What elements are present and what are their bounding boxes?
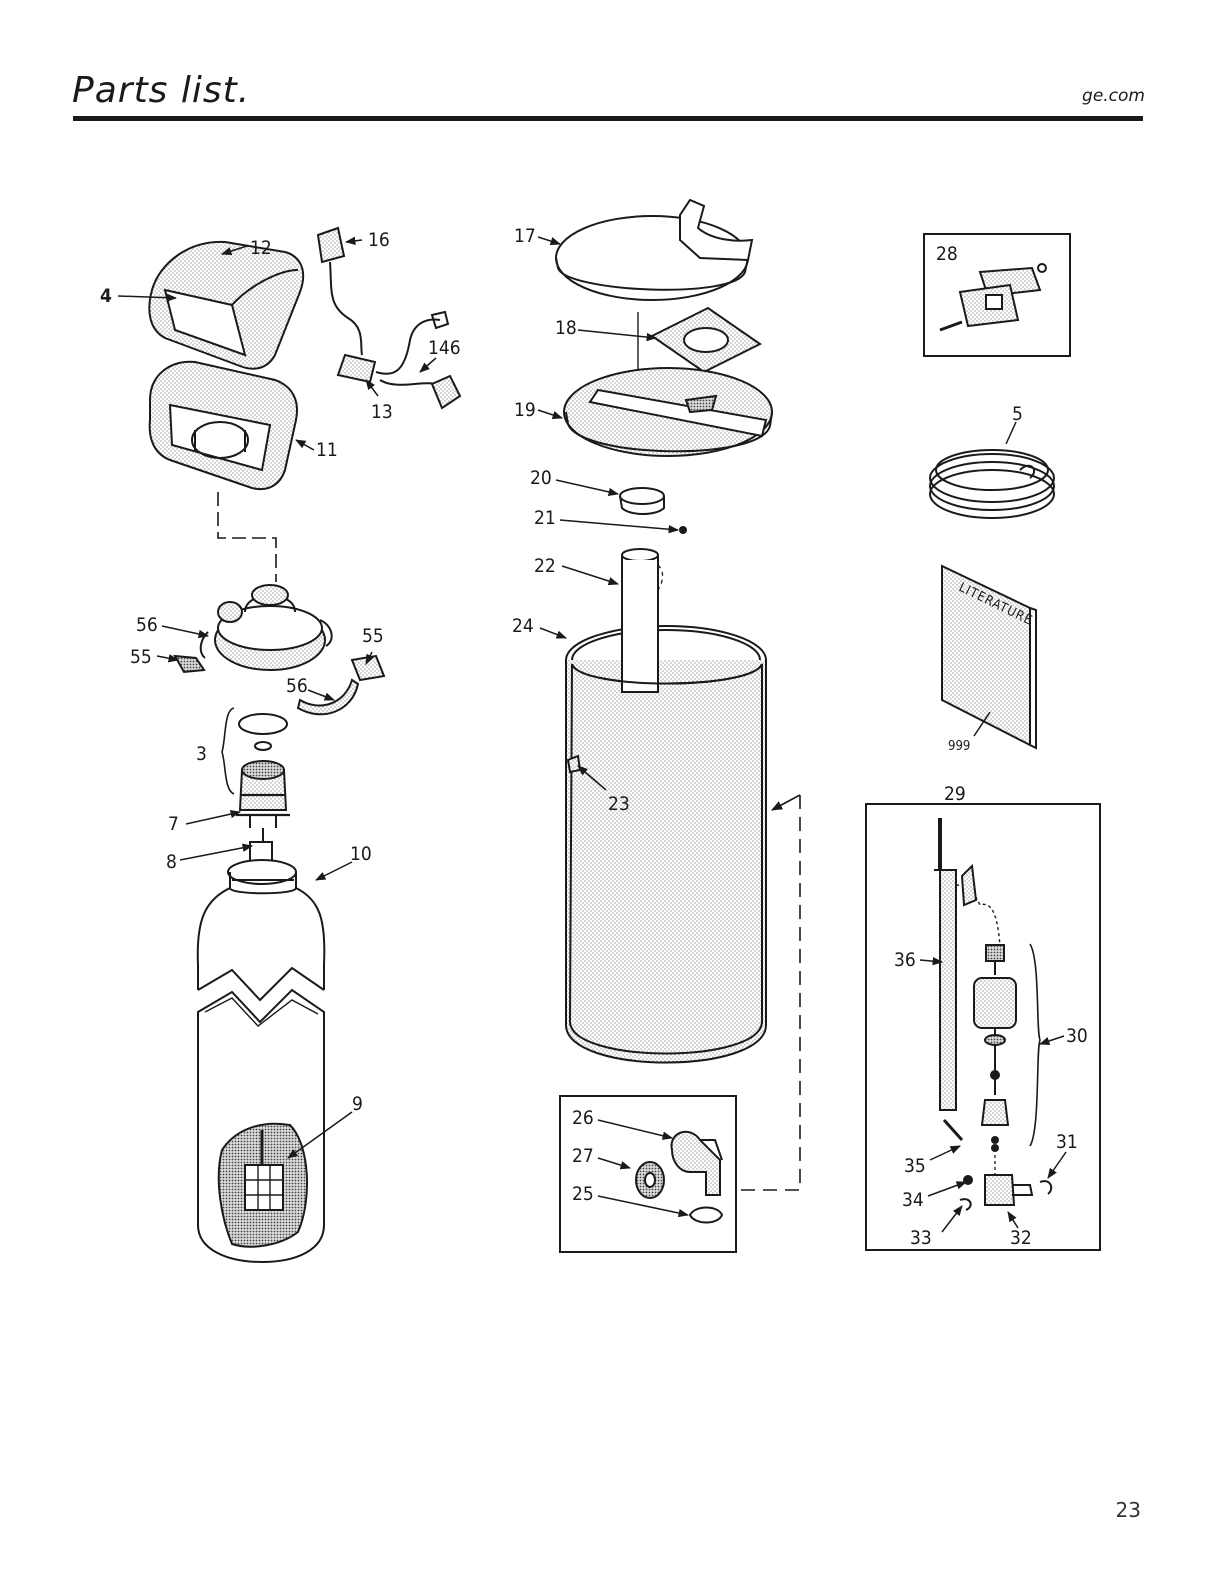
callout-20: 20 [530, 467, 552, 489]
callout-32: 32 [1010, 1227, 1032, 1249]
callout-36: 36 [894, 949, 916, 971]
callout-999: 999 [948, 739, 970, 754]
clip-part-left [175, 656, 204, 672]
distributor-head-part [236, 761, 290, 828]
callout-35: 35 [904, 1155, 926, 1177]
bracket-part [940, 264, 1046, 330]
divider-plate-part [564, 368, 772, 456]
callout-23: 23 [608, 793, 630, 815]
callout-16: 16 [368, 229, 390, 251]
brine-valve-assembly [934, 818, 1051, 1210]
callout-10: 10 [350, 843, 372, 865]
overflow-fitting-part [568, 756, 580, 772]
drain-hose-part [930, 450, 1054, 518]
callout-55-left: 55 [130, 646, 152, 668]
control-housing-part [150, 362, 297, 489]
callout-56-bottom: 56 [286, 675, 308, 697]
callout-13: 13 [371, 401, 393, 423]
distributor-tube-part [219, 1124, 307, 1247]
callout-56-top: 56 [136, 614, 158, 636]
page-number: 23 [1116, 1498, 1141, 1522]
callout-25: 25 [572, 1183, 594, 1205]
salt-lid-part [556, 200, 752, 300]
callout-33: 33 [910, 1227, 932, 1249]
callout-18: 18 [555, 317, 577, 339]
callout-28: 28 [936, 243, 958, 265]
callout-17: 17 [514, 225, 536, 247]
hose-clamp-part [690, 1208, 722, 1223]
callout-19: 19 [514, 399, 536, 421]
callout-146: 146 [428, 337, 461, 359]
elbow-fitting-part [672, 1132, 722, 1195]
callout-11: 11 [316, 439, 338, 461]
callout-55-right: 55 [362, 625, 384, 647]
transformer-part [318, 228, 362, 355]
callout-26: 26 [572, 1107, 594, 1129]
callout-7: 7 [168, 813, 179, 835]
callout-4: 4 [100, 285, 112, 307]
valve-body-part [201, 585, 332, 670]
callout-30: 30 [1066, 1025, 1088, 1047]
control-cover-part [149, 242, 303, 369]
callout-24: 24 [512, 615, 534, 637]
brine-cap-part [620, 488, 664, 514]
callout-29: 29 [944, 783, 966, 805]
brine-tank-part [566, 560, 766, 1063]
callout-27: 27 [572, 1145, 594, 1167]
callout-21: 21 [534, 507, 556, 529]
callout-5: 5 [1012, 403, 1023, 425]
callout-9: 9 [352, 1093, 363, 1115]
callout-34: 34 [902, 1189, 924, 1211]
callout-3: 3 [196, 743, 207, 765]
callout-12: 12 [250, 237, 272, 259]
callout-22: 22 [534, 555, 556, 577]
callout-31: 31 [1056, 1131, 1078, 1153]
callout-8: 8 [166, 851, 177, 873]
